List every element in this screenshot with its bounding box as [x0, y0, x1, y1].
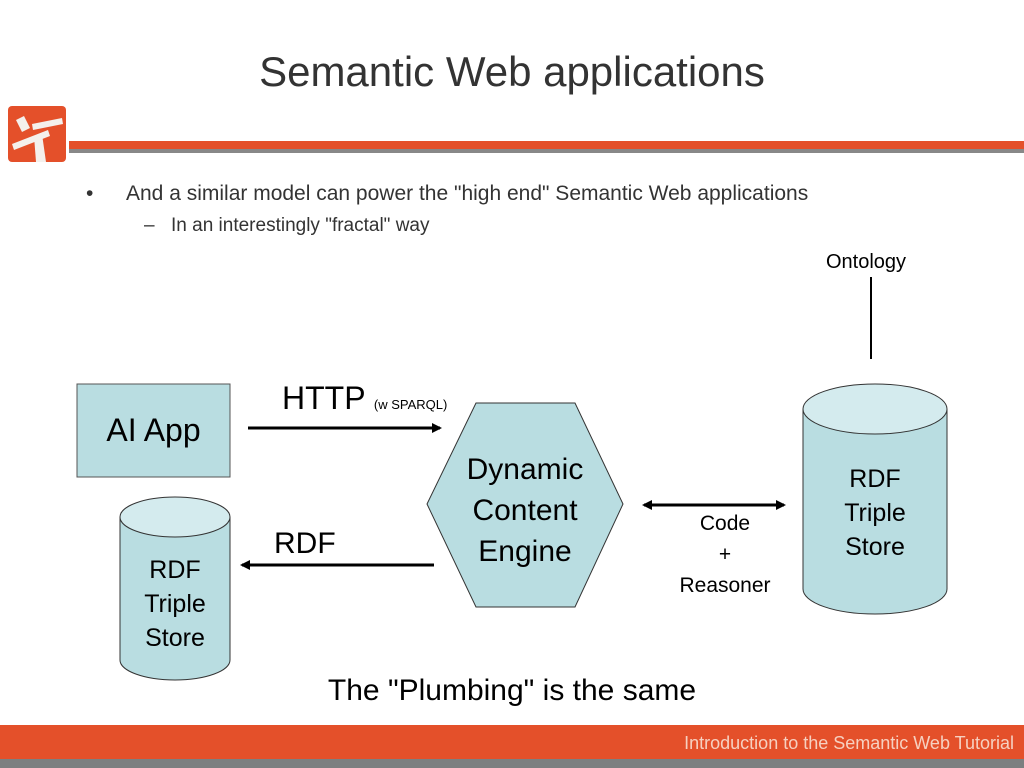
- http-text: HTTP: [282, 380, 365, 416]
- engine-label-line: Dynamic: [466, 453, 584, 486]
- store-label-line: RDF: [149, 556, 201, 584]
- slide-title: Semantic Web applications: [259, 48, 765, 95]
- local-store-label: RDF Triple Store: [120, 553, 230, 655]
- footer-bar: [0, 725, 1024, 759]
- organization-logo-icon: [8, 106, 66, 162]
- http-sub-text: (w SPARQL): [373, 397, 448, 412]
- http-label: HTTP (w SPARQL): [282, 380, 447, 417]
- engine-hexagon: [426, 402, 624, 608]
- ai-app-box: [76, 383, 231, 478]
- store-label-line: Store: [145, 624, 205, 652]
- plumbing-caption: The "Plumbing" is the same: [327, 674, 697, 707]
- store-label-line: Triple: [144, 590, 206, 618]
- remote-store-label: RDF Triple Store: [803, 462, 947, 564]
- code-reasoner-label: Code + Reasoner: [660, 508, 790, 601]
- ontology-label: Ontology: [825, 251, 907, 273]
- footer-title: Introduction to the Semantic Web Tutoria…: [684, 733, 1014, 753]
- header-divider-shadow: [69, 149, 1024, 153]
- engine-label: Dynamic Content Engine: [427, 449, 623, 572]
- sub-bullet-text: In an interestingly "fractal" way: [171, 215, 430, 236]
- sub-bullet-marker: –: [144, 215, 155, 236]
- rdf-edge-label: RDF: [274, 527, 336, 560]
- local-triple-store-cylinder: [119, 496, 231, 681]
- engine-label-line: Engine: [478, 535, 572, 568]
- bullet-item: • And a similar model can power the "hig…: [86, 179, 846, 209]
- code-label-line: Code: [699, 512, 751, 535]
- code-label-line: +: [718, 543, 732, 566]
- remote-triple-store-cylinder: [802, 383, 948, 615]
- sub-bullet-item: – In an interestingly "fractal" way: [86, 213, 846, 239]
- bullet-list: • And a similar model can power the "hig…: [86, 179, 846, 239]
- footer-stripe: [0, 759, 1024, 768]
- store-label-line: Store: [845, 533, 905, 561]
- bullet-text: And a similar model can power the "high …: [126, 182, 809, 205]
- ai-app-label: AI App: [106, 412, 201, 448]
- store-label-line: RDF: [849, 465, 901, 493]
- header-divider-accent: [69, 141, 1024, 149]
- bullet-marker: •: [86, 182, 94, 205]
- engine-label-line: Content: [472, 494, 578, 527]
- store-label-line: Triple: [844, 499, 906, 527]
- code-label-line: Reasoner: [679, 574, 771, 597]
